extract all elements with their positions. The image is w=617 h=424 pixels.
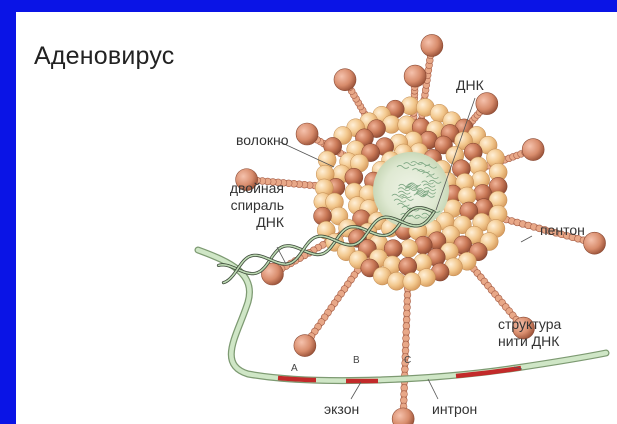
fiber-knob-icon xyxy=(584,232,606,254)
fiber-knob-icon xyxy=(421,34,443,56)
segment-label-b: B xyxy=(353,355,360,366)
segment-label-a: A xyxy=(291,363,298,374)
label-dna-structure-line1: структура xyxy=(498,316,561,333)
label-double-helix: двойная спираль ДНК xyxy=(204,180,284,231)
fiber-bead xyxy=(404,304,411,311)
fiber-knob-icon xyxy=(404,65,426,87)
fiber-bead xyxy=(403,335,410,342)
fiber-bead xyxy=(402,347,409,354)
exon-segment-a xyxy=(278,378,316,380)
segment-label-c: C xyxy=(404,355,411,366)
fiber-bead xyxy=(401,391,408,398)
capsomer xyxy=(403,273,421,291)
label-fiber: волокно xyxy=(236,132,289,149)
fiber-bead xyxy=(401,384,408,391)
label-dna-structure-line2: нити ДНК xyxy=(498,333,561,350)
label-dna-structure: структура нити ДНК xyxy=(498,316,561,350)
capsomer xyxy=(400,239,418,257)
fiber-bead xyxy=(401,366,408,373)
fiber-bead xyxy=(403,310,410,317)
diagram-frame: Аденовирус xyxy=(16,12,617,424)
adenovirus-illustration xyxy=(16,12,617,424)
fiber-bead xyxy=(404,292,411,299)
fiber-bead xyxy=(400,397,407,404)
fiber-knob-icon xyxy=(296,123,318,145)
fiber-bead xyxy=(403,316,410,323)
fiber-knob-icon xyxy=(522,139,544,161)
label-exon: экзон xyxy=(324,401,359,418)
label-intron: интрон xyxy=(432,401,477,418)
label-dna: ДНК xyxy=(456,77,484,94)
label-double-helix-line2: спираль xyxy=(204,197,284,214)
label-penton: пентон xyxy=(540,222,585,239)
fiber-bead xyxy=(402,341,409,348)
fiber-bead xyxy=(403,329,410,336)
fiber-knob-icon xyxy=(334,69,356,91)
fiber-knob-icon xyxy=(294,335,316,357)
fiber-bead xyxy=(404,298,411,305)
label-double-helix-line3: ДНК xyxy=(204,214,284,231)
label-double-helix-line1: двойная xyxy=(204,180,284,197)
fiber-bead xyxy=(403,323,410,330)
fiber-knob-icon xyxy=(392,408,414,424)
fiber-knob-icon xyxy=(476,93,498,115)
